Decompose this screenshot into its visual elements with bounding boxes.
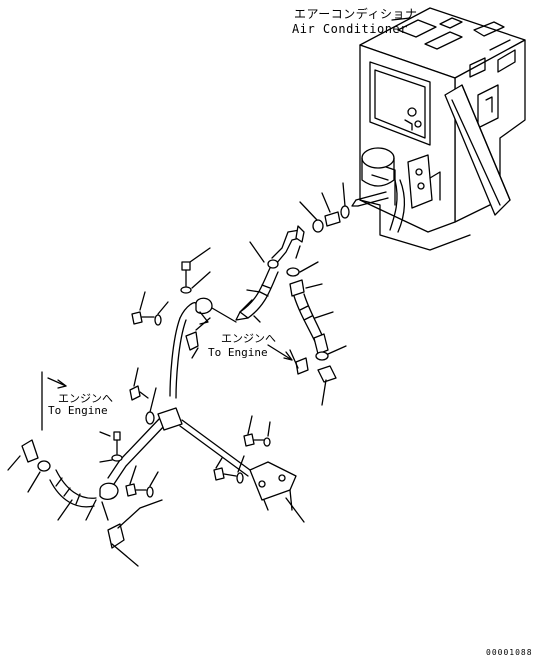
to-engine-left-label-jp: エンジンへ	[58, 392, 113, 405]
leader-lines	[239, 17, 411, 313]
to-engine-label-jp: エンジンへ	[221, 332, 276, 345]
to-engine-left-label-en: To Engine	[48, 404, 108, 417]
air-conditioner-label-en: Air Conditioner	[292, 22, 408, 36]
upper-fittings	[235, 182, 350, 406]
to-engine-label-en: To Engine	[208, 346, 268, 359]
air-conditioner-unit	[351, 7, 526, 251]
air-conditioner-label-jp: エアーコンディショナ	[294, 7, 418, 21]
lower-hose-assembly	[7, 367, 305, 567]
middle-clip-assembly	[131, 247, 237, 399]
document-id: 00001088	[486, 648, 533, 657]
